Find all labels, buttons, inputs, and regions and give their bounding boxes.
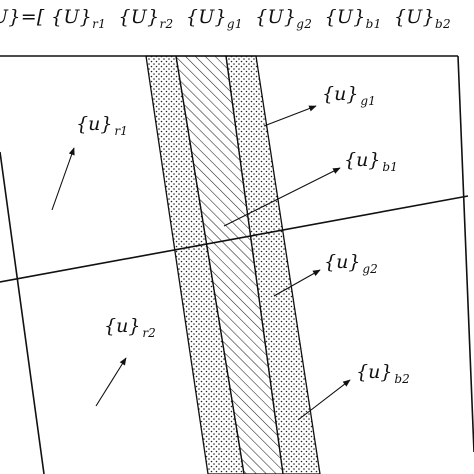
right-edge (457, 55, 474, 453)
arrow-r1 (51, 147, 75, 211)
eq-part-6: {U} (393, 6, 435, 28)
eq-sub-b1: b1 (365, 17, 382, 31)
eq-part-1: U}=[ {U} (0, 6, 93, 28)
arrow-b1 (223, 167, 341, 227)
eq-sub-b2: b2 (434, 17, 451, 31)
arrow-b2 (297, 379, 351, 421)
eq-part-5: {U} (324, 6, 366, 28)
label-g2: {u}g2 (324, 251, 378, 276)
label-b1: {u}b1 (344, 149, 398, 174)
dividing-line (0, 195, 469, 283)
eq-part-3: {U} (185, 6, 227, 28)
eq-part-2: {U} (118, 6, 160, 28)
eq-sub-r2: r2 (159, 17, 174, 31)
eq-part-4: {U} (255, 6, 297, 28)
label-r1: {u}r1 (76, 113, 128, 138)
eq-sub-g1: g1 (226, 17, 243, 31)
eq-sub-g2: g2 (296, 17, 313, 31)
label-b2: {u}b2 (356, 361, 410, 386)
arrow-r2 (95, 357, 127, 407)
label-g1: {u}g1 (322, 83, 376, 108)
arrow-g2 (273, 269, 321, 297)
equation-header: U}=[ {U}r1 {U}r2 {U}g1 {U}g2 {U}b1 {U}b2 (0, 6, 474, 46)
label-r2: {u}r2 (104, 315, 156, 340)
arrow-g1 (263, 105, 317, 127)
left-edge (0, 151, 45, 474)
eq-sub-r1: r1 (92, 17, 107, 31)
